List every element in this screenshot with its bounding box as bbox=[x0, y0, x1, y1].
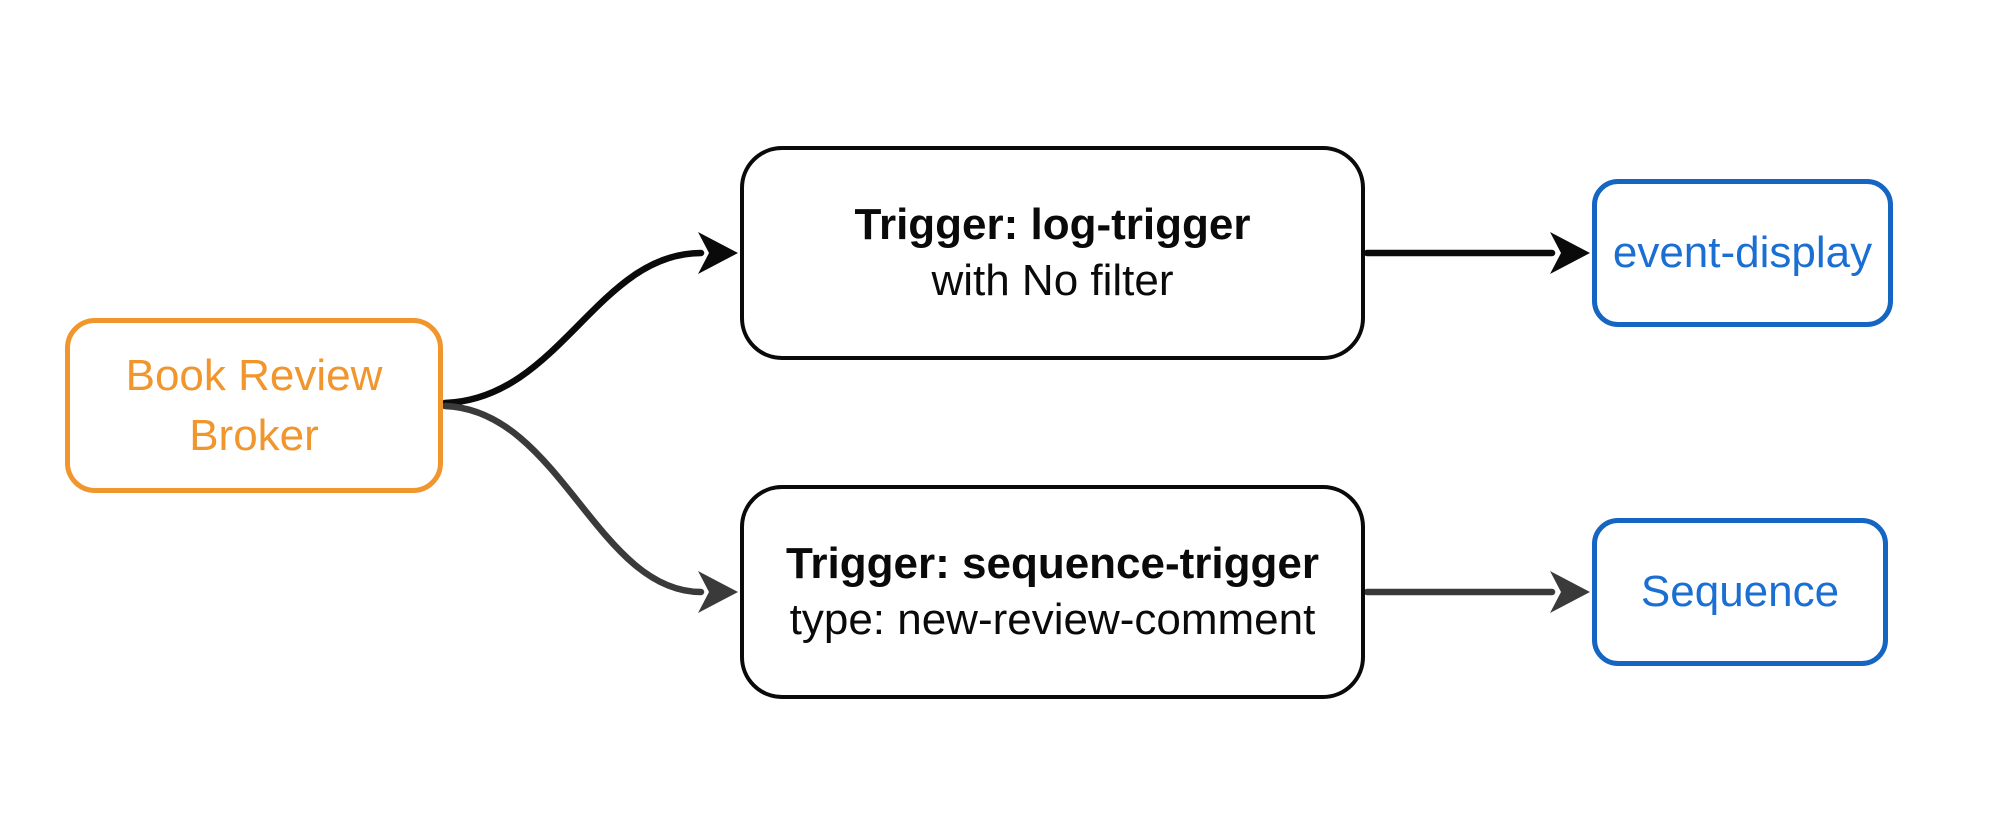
sequence-trigger-title: Trigger: sequence-trigger bbox=[785, 539, 1319, 588]
arrowhead-icon bbox=[1550, 232, 1590, 274]
node-sequence-trigger: Trigger: sequence-trigger type: new-revi… bbox=[740, 485, 1365, 699]
arrowhead-icon bbox=[698, 571, 738, 613]
node-sequence: Sequence bbox=[1592, 518, 1888, 666]
node-event-display: event-display bbox=[1592, 179, 1893, 327]
broker-label-line-2: Broker bbox=[189, 410, 319, 460]
node-broker: Book Review Broker bbox=[65, 318, 443, 493]
sequence-label: Sequence bbox=[1640, 567, 1840, 616]
node-log-trigger: Trigger: log-trigger with No filter bbox=[740, 146, 1365, 360]
arrowhead-icon bbox=[1550, 571, 1590, 613]
broker-label-line-1: Book Review bbox=[125, 350, 383, 400]
sequence-trigger-subtitle: type: new-review-comment bbox=[789, 595, 1316, 644]
edge-broker-to-sequence-trigger bbox=[441, 402, 705, 596]
log-trigger-title: Trigger: log-trigger bbox=[854, 200, 1251, 249]
event-display-label: event-display bbox=[1612, 228, 1873, 277]
edge-broker-to-log-trigger bbox=[441, 249, 705, 407]
arrowhead-icon bbox=[698, 232, 738, 274]
log-trigger-subtitle: with No filter bbox=[931, 256, 1174, 305]
